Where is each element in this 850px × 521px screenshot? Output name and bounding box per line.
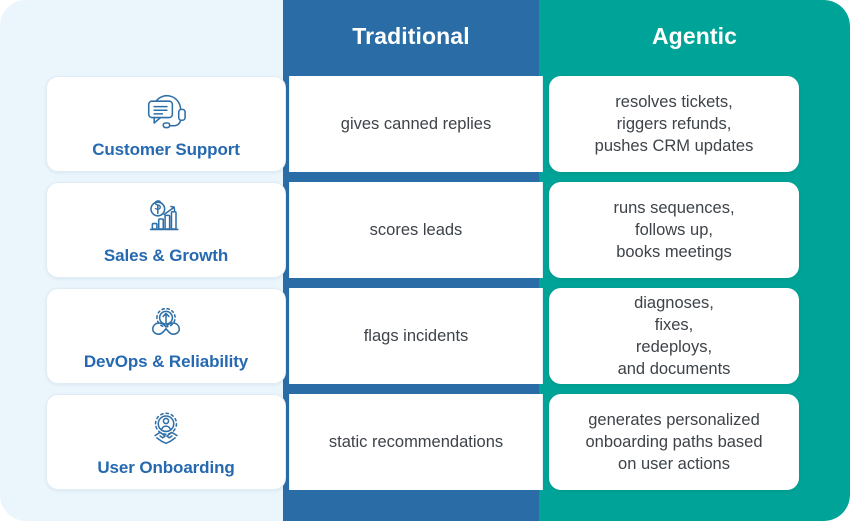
agentic-cell: generates personalized onboarding paths … xyxy=(549,394,799,490)
agentic-cell: runs sequences, follows up, books meetin… xyxy=(549,182,799,278)
agentic-cell: resolves tickets, riggers refunds, pushe… xyxy=(549,76,799,172)
header-agentic: Agentic xyxy=(651,22,738,49)
row-label-cell-user-onboarding[interactable]: User Onboarding xyxy=(46,394,286,490)
agentic-cell: diagnoses, fixes, redeploys, and documen… xyxy=(549,288,799,384)
table-body: Customer Support gives canned replies re… xyxy=(0,72,850,521)
user-gear-handshake-icon xyxy=(144,411,188,451)
traditional-cell: scores leads xyxy=(289,182,543,278)
infinity-gear-devops-icon xyxy=(144,305,188,345)
agentic-cell-text: resolves tickets, riggers refunds, pushe… xyxy=(594,93,754,155)
traditional-cell: gives canned replies xyxy=(289,76,543,172)
headset-chat-icon xyxy=(144,93,188,133)
row-label-text: Sales & Growth xyxy=(103,245,229,265)
traditional-cell-text: gives canned replies xyxy=(340,115,492,133)
agentic-cell-text: diagnoses, fixes, redeploys, and documen… xyxy=(617,294,731,378)
agentic-cell-text: generates personalized onboarding paths … xyxy=(585,411,763,473)
traditional-cell-text: static recommendations xyxy=(328,433,504,451)
table-row: DevOps & Reliability flags incidents dia… xyxy=(0,288,850,384)
coin-bar-chart-growth-icon xyxy=(144,199,188,239)
table-row: User Onboarding static recommendations g… xyxy=(0,394,850,490)
row-label-text: Customer Support xyxy=(92,139,240,159)
row-label-cell-devops-reliability[interactable]: DevOps & Reliability xyxy=(46,288,286,384)
table-row: Sales & Growth scores leads runs sequenc… xyxy=(0,182,850,278)
row-label-text: User Onboarding xyxy=(97,457,235,477)
header-category-spacer xyxy=(0,0,283,72)
row-label-cell-sales-growth[interactable]: Sales & Growth xyxy=(46,182,286,278)
agentic-cell-text: runs sequences, follows up, books meetin… xyxy=(613,199,735,261)
table-row: Customer Support gives canned replies re… xyxy=(0,76,850,172)
header-traditional: Traditional xyxy=(352,22,470,49)
traditional-cell: static recommendations xyxy=(289,394,543,490)
row-label-cell-customer-support[interactable]: Customer Support xyxy=(46,76,286,172)
traditional-cell: flags incidents xyxy=(289,288,543,384)
traditional-cell-text: flags incidents xyxy=(363,327,469,345)
row-label-text: DevOps & Reliability xyxy=(83,351,249,371)
traditional-cell-text: scores leads xyxy=(369,221,463,239)
table-header-row: Traditional Agentic xyxy=(0,0,850,72)
